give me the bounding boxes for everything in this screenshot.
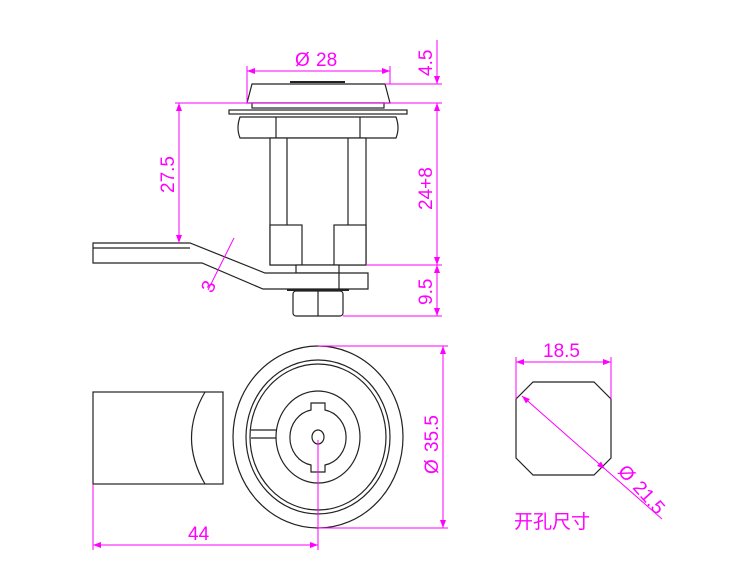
dim-nut-height: 9.5 <box>416 279 437 305</box>
ring-nut <box>237 116 399 139</box>
side-dimensions: Ø 28 4.5 24+8 9.5 27.5 3 <box>158 40 442 317</box>
dim-panel-to-cam: 27.5 <box>158 156 179 193</box>
cam-arm-front <box>92 391 224 485</box>
cutout-label: 开孔尺寸 <box>514 511 590 533</box>
diameter-symbol: Ø <box>295 50 310 71</box>
front-view <box>92 345 404 529</box>
dim-body-length: 24+8 <box>416 167 437 210</box>
dim-cam-thickness: 3 <box>197 278 221 296</box>
side-view <box>92 81 408 317</box>
front-dimensions: 44 Ø 35.5 <box>92 345 448 550</box>
dim-cap-height: 4.5 <box>416 50 437 76</box>
cap-base <box>251 102 385 109</box>
flange-plate <box>228 109 408 115</box>
dim-flange-diameter: 35.5 <box>422 415 443 452</box>
cutout-shape <box>515 381 612 476</box>
dim-cutout-diameter: 21.5 <box>628 477 668 519</box>
dim-cam-length: 44 <box>188 524 210 545</box>
diameter-symbol-3: Ø <box>613 461 639 486</box>
panel-cutout: 18.5 Ø 21.5 开孔尺寸 <box>514 341 669 533</box>
cam-arm <box>92 242 369 290</box>
dim-cap-diameter: 28 <box>316 50 337 71</box>
keyway <box>289 402 347 473</box>
cap <box>246 83 391 104</box>
dim-cutout-width: 18.5 <box>543 341 580 362</box>
diameter-symbol-2: Ø <box>422 459 443 474</box>
washer <box>295 264 340 274</box>
